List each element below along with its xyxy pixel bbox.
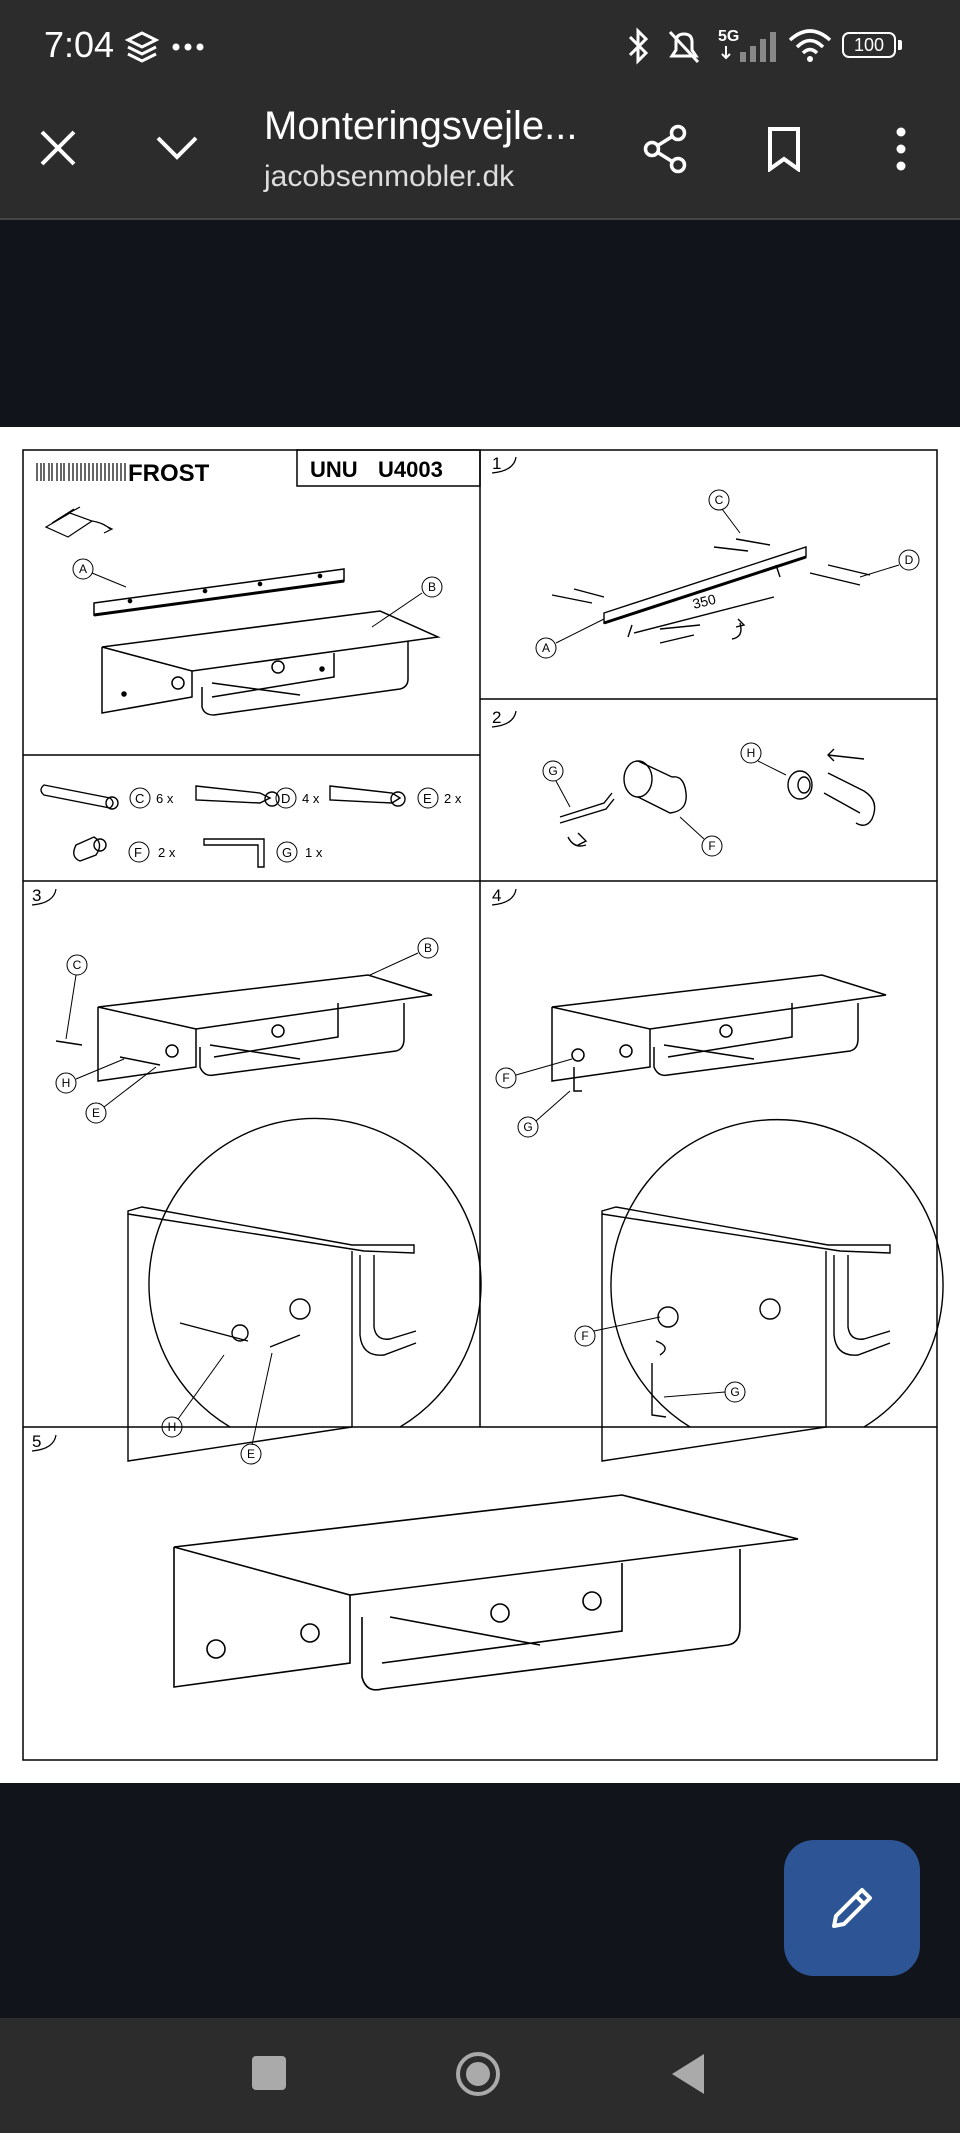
callout-c-step3: C [73, 958, 82, 972]
step-2-number: 2 [492, 708, 501, 727]
callout-b-step3: B [424, 941, 432, 955]
notification-icon [124, 31, 160, 63]
share-icon[interactable] [642, 124, 690, 174]
dimension-label: 350 [691, 591, 718, 612]
part-c-qty: 6 x [156, 791, 174, 806]
callout-d-step1: D [905, 553, 914, 567]
callout-b-overview: B [428, 580, 436, 594]
callout-g-step2: G [548, 764, 557, 778]
part-d-letter: D [281, 791, 290, 806]
edit-icon [832, 1888, 872, 1928]
callout-f-step2: F [708, 839, 715, 853]
callout-a-step1: A [542, 641, 550, 655]
assembly-manual-page: FROST UNU U4003 [0, 427, 960, 1783]
callout-g-step4: G [523, 1120, 532, 1134]
bookmark-icon[interactable] [766, 126, 802, 172]
bluetooth-icon [628, 27, 649, 65]
part-g-letter: G [282, 845, 292, 860]
page-url: jacobsenmobler.dk [264, 160, 515, 193]
custom-tab-toolbar: Monteringsvejle... jacobsenmobler.dk [0, 100, 960, 220]
assembly-manual-drawing: FROST UNU U4003 [22, 449, 944, 1761]
battery-icon: 100 [842, 32, 896, 58]
back-icon[interactable] [670, 2052, 706, 2096]
system-nav-bar [0, 2018, 960, 2133]
part-e-letter: E [423, 791, 432, 806]
callout-h-step2: H [747, 746, 756, 760]
status-bar: 7:04 5G 100 [0, 0, 960, 100]
step-3-number: 3 [32, 886, 41, 905]
more-vert-icon[interactable] [894, 126, 908, 172]
part-d-qty: 4 x [302, 791, 320, 806]
part-g-qty: 1 x [305, 845, 323, 860]
callout-h-step3: H [62, 1076, 71, 1090]
callout-a-overview: A [79, 562, 87, 576]
barcode [36, 463, 126, 481]
brand-name: FROST [128, 460, 210, 487]
part-e-qty: 2 x [444, 791, 462, 806]
callout-f-step4: F [502, 1071, 509, 1085]
callout-f-zoom4: F [581, 1329, 588, 1343]
signal-icon [721, 32, 776, 62]
battery-tip [898, 40, 902, 50]
page-title: Monteringsvejle... [264, 104, 578, 148]
callout-c-step1: C [715, 493, 724, 507]
parts-labels: C 6 x D 4 x E 2 x F 2 x G 1 x [128, 787, 462, 863]
package-icon [44, 506, 114, 538]
mute-icon [668, 30, 700, 64]
status-time: 7:04 [44, 24, 115, 65]
model-box [296, 449, 481, 487]
part-f-qty: 2 x [158, 845, 176, 860]
model-prefix: UNU [310, 457, 358, 482]
more-notifications-icon [172, 43, 204, 51]
home-icon[interactable] [454, 2050, 502, 2098]
network-type: 5G [718, 28, 740, 45]
model-code: U4003 [378, 457, 443, 482]
part-c-letter: C [135, 791, 144, 806]
callout-e-zoom3: E [247, 1447, 255, 1461]
callout-h-zoom3: H [168, 1420, 177, 1434]
callout-g-zoom4: G [730, 1385, 739, 1399]
recents-icon[interactable] [252, 2056, 286, 2090]
step-1-number: 1 [492, 454, 501, 473]
edit-button[interactable] [784, 1840, 920, 1976]
wifi-icon [788, 29, 832, 62]
chevron-down-icon[interactable] [154, 134, 200, 162]
step-5-number: 5 [32, 1432, 41, 1451]
battery-level: 100 [853, 35, 885, 55]
close-icon[interactable] [38, 128, 78, 168]
part-f-letter: F [134, 845, 142, 860]
callout-e-step3: E [92, 1106, 100, 1120]
step-4-number: 4 [492, 886, 501, 905]
